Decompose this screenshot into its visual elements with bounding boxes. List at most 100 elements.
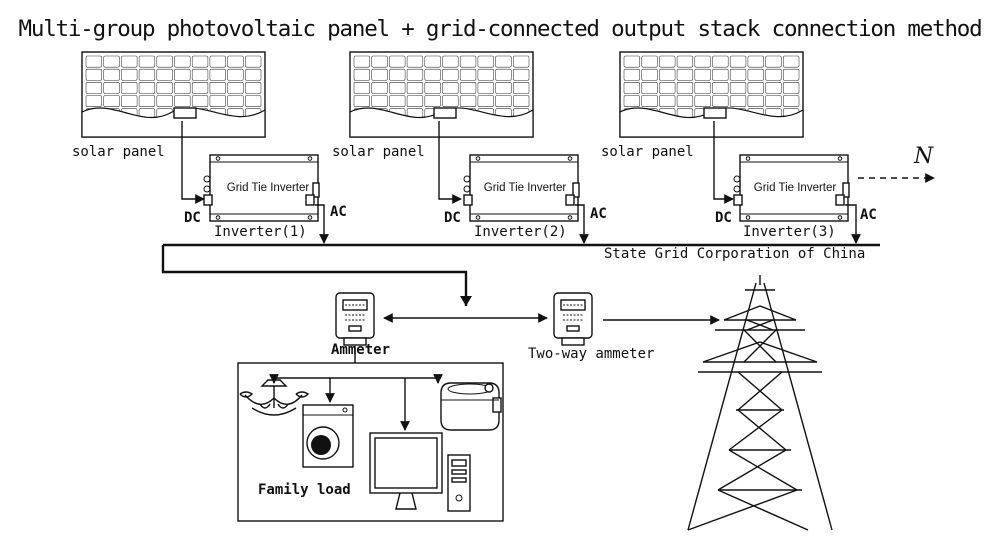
pv-cell [495, 55, 512, 68]
pv-cell [747, 68, 764, 81]
ac-wire-3 [845, 204, 861, 244]
pv-cell [747, 55, 764, 68]
pv-cell [371, 95, 388, 107]
pv-cell [389, 95, 406, 107]
computer-icon [369, 432, 471, 512]
two-way-ammeter [553, 292, 593, 346]
pv-cell [227, 95, 244, 107]
rice-cooker-icon [440, 382, 502, 431]
pv-cell [174, 95, 191, 107]
pv-cell [424, 68, 441, 81]
pv-cell [209, 55, 226, 68]
pv-cell [424, 82, 441, 94]
inverter-3: Grid Tie Inverter [733, 154, 850, 222]
pv-cell [513, 95, 530, 107]
pv-cell [459, 55, 477, 68]
grid-label: State Grid Corporation of China [604, 246, 865, 262]
pv-cell [513, 68, 530, 81]
ac-label-1: AC [330, 204, 347, 220]
pv-cell [85, 55, 102, 68]
pv-cell [406, 82, 424, 94]
inverter-label-1: Inverter(1) [214, 224, 307, 240]
pv-cell [85, 95, 102, 107]
pv-cell [659, 68, 676, 81]
pv-cell [694, 82, 711, 94]
pv-cell [513, 55, 530, 68]
pv-cell [138, 95, 156, 107]
pv-cell [641, 55, 658, 68]
pv-cell [371, 68, 388, 81]
pv-cell [694, 68, 711, 81]
pv-cell [156, 95, 173, 107]
pv-cell [191, 82, 209, 94]
pv-cell [459, 68, 477, 81]
pv-cell [676, 55, 694, 68]
solar-panel-2 [349, 51, 534, 138]
dc-wire-3 [713, 121, 734, 204]
inverter-label-3: Inverter(3) [743, 224, 836, 240]
pv-cell [729, 95, 747, 107]
pv-cell [712, 68, 729, 81]
pv-cell [406, 95, 424, 107]
pv-cell [174, 68, 191, 81]
pv-cell [729, 68, 747, 81]
inverter-device-label-3: Grid Tie Inverter [754, 182, 837, 194]
pv-cell [477, 55, 494, 68]
pv-cell [191, 95, 209, 107]
pv-cell [371, 55, 388, 68]
ammeter-label: Ammeter [331, 342, 390, 358]
pv-cell [765, 68, 782, 81]
pv-cell [765, 95, 782, 107]
pv-cell [353, 55, 370, 68]
pv-cell [712, 95, 729, 107]
washing-machine-icon [302, 404, 354, 468]
solar-panel-1 [81, 51, 266, 138]
pv-cell [103, 55, 120, 68]
pv-cell [659, 55, 676, 68]
feed-arrow [460, 296, 472, 306]
family-load-label: Family load [258, 482, 351, 498]
pv-cell [227, 68, 244, 81]
pv-cell [138, 82, 156, 94]
pv-cell [783, 55, 800, 68]
pv-cell [694, 95, 711, 107]
dc-wire-2 [438, 121, 462, 204]
pv-cell [783, 95, 800, 107]
pv-cell [442, 55, 459, 68]
pv-cell [406, 55, 424, 68]
pv-cell [676, 95, 694, 107]
pv-cell [783, 82, 800, 94]
pv-cell [209, 68, 226, 81]
pv-cell [623, 82, 640, 94]
pv-cell [121, 68, 138, 81]
solar-panel-label-2: solar panel [332, 144, 425, 160]
diagram-title: Multi-group photovoltaic panel + grid-co… [19, 16, 982, 42]
inverter-device-label-2: Grid Tie Inverter [484, 182, 567, 194]
ammeter [335, 292, 375, 346]
pv-cell [121, 82, 138, 94]
pv-cell [747, 82, 764, 94]
pv-cell [477, 82, 494, 94]
pv-cell [138, 55, 156, 68]
pv-cell [641, 68, 658, 81]
pv-cell [641, 95, 658, 107]
inverter-label-2: Inverter(2) [474, 224, 567, 240]
pv-cell [85, 68, 102, 81]
pv-cell [371, 82, 388, 94]
ac-wire-2 [575, 204, 589, 244]
pv-cell [209, 82, 226, 94]
pv-cell [389, 82, 406, 94]
pv-cell [424, 95, 441, 107]
pv-cell [191, 68, 209, 81]
inverter-1: Grid Tie Inverter [203, 154, 320, 222]
pv-cell [156, 82, 173, 94]
pv-cell [138, 68, 156, 81]
pv-cell [85, 82, 102, 94]
pv-cell [623, 68, 640, 81]
inverter-device-label-1: Grid Tie Inverter [227, 182, 310, 194]
pv-cell [121, 55, 138, 68]
ac-label-3: AC [860, 207, 877, 223]
pv-cell [121, 95, 138, 107]
pv-cell [694, 55, 711, 68]
